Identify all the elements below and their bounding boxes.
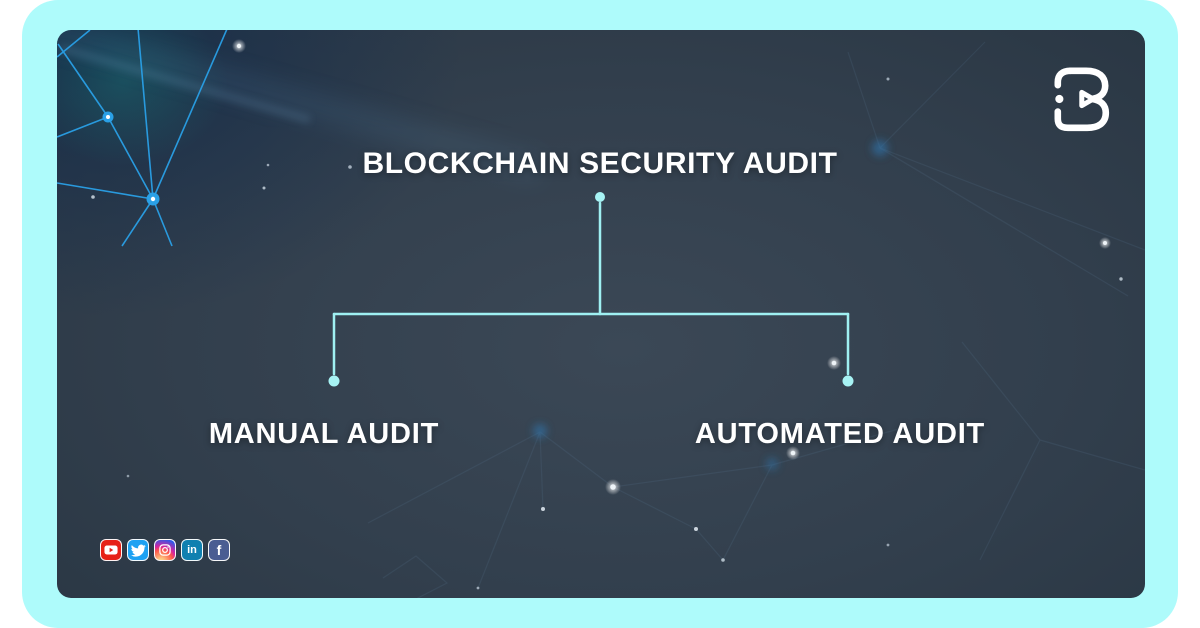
twitter-icon[interactable]: [127, 539, 149, 561]
child-node-label-manual: MANUAL AUDIT: [208, 418, 440, 450]
instagram-icon[interactable]: [154, 539, 176, 561]
instagram-camera-glyph: [159, 544, 171, 556]
facebook-icon[interactable]: f: [208, 539, 230, 561]
logo-play-triangle-icon: [1079, 89, 1096, 109]
logo-i-dot: [1055, 94, 1064, 104]
child-node-label-automated: AUTOMATED AUDIT: [694, 418, 986, 450]
facebook-f-glyph: f: [216, 542, 222, 558]
youtube-icon[interactable]: [100, 539, 122, 561]
twitter-bird-glyph: [130, 544, 146, 557]
youtube-play-glyph: [104, 545, 118, 555]
logo-top-hook: [1054, 67, 1074, 89]
linkedin-icon[interactable]: in: [181, 539, 203, 561]
logo-b-body: [1054, 67, 1110, 132]
social-icons-bar: in f: [100, 539, 230, 561]
root-node-label: BLOCKCHAIN SECURITY AUDIT: [362, 147, 838, 180]
ib-b-play-logo: [1054, 67, 1110, 132]
background-panel: [57, 30, 1145, 598]
linkedin-in-glyph: in: [187, 543, 197, 556]
